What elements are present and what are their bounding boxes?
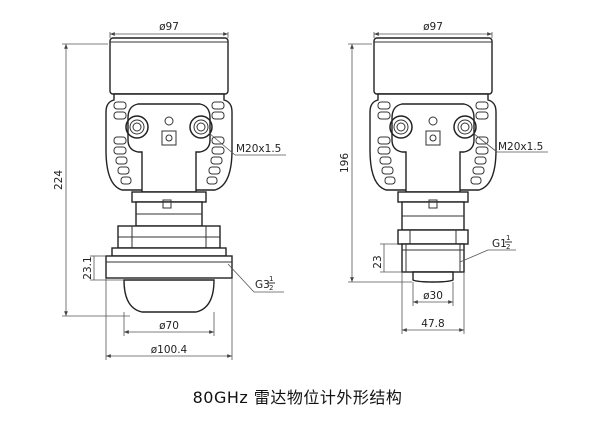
left-fins-left — [113, 101, 132, 185]
left-cable-gland-right — [189, 115, 213, 139]
right-indicator-top — [428, 116, 438, 126]
left-flange-diameter-label: ø100.4 — [151, 344, 188, 356]
right-cable-gland-left — [389, 115, 413, 139]
right-width-label: 47.8 — [421, 318, 444, 330]
right-lens — [412, 271, 454, 283]
right-total-height-label: 196 — [339, 153, 351, 173]
right-thread-denominator: 2 — [506, 243, 510, 251]
left-flange — [105, 255, 233, 279]
right-cable-entry-label: M20x1.5 — [498, 141, 543, 153]
right-indicator-square — [425, 130, 441, 146]
left-indicator-top — [164, 116, 174, 126]
left-thread-denominator: 2 — [269, 284, 273, 292]
right-lens-diameter-label: ø30 — [423, 290, 443, 302]
right-thread — [401, 243, 465, 273]
right-fins-left — [377, 101, 396, 185]
right-thread-height-label: 23 — [372, 255, 384, 268]
left-flange-height-label: 23.1 — [82, 256, 94, 279]
left-top-cap — [109, 37, 229, 95]
left-indicator-square — [161, 130, 177, 146]
left-total-height-label: 224 — [53, 170, 65, 190]
right-cable-gland-right — [453, 115, 477, 139]
left-lens-dome — [123, 279, 215, 313]
left-cable-entry-label: M20x1.5 — [236, 143, 281, 155]
left-dimensions: ø97 224 23.1 M20x1.5 G3 1 2 ø70 ø100.4 — [53, 21, 286, 360]
right-thread-label: G1 — [492, 238, 507, 250]
right-instrument — [369, 37, 497, 283]
right-dimensions: ø97 196 23 M20x1.5 G1 1 2 ø30 47.8 — [339, 21, 548, 334]
left-cable-gland-left — [125, 115, 149, 139]
left-top-width-label: ø97 — [159, 21, 179, 33]
right-top-cap — [373, 37, 493, 95]
left-instrument — [105, 37, 233, 313]
right-hex-nut — [397, 229, 469, 245]
right-top-width-label: ø97 — [423, 21, 443, 33]
left-thread-numerator: 1 — [269, 275, 273, 283]
left-fins-right — [206, 101, 225, 185]
figure-caption: 80GHz 雷达物位计外形结构 — [192, 388, 403, 407]
left-lens-diameter-label: ø70 — [159, 320, 179, 332]
left-thread-label: G3 — [255, 279, 270, 291]
right-thread-numerator: 1 — [506, 234, 510, 242]
right-fins-right — [470, 101, 489, 185]
